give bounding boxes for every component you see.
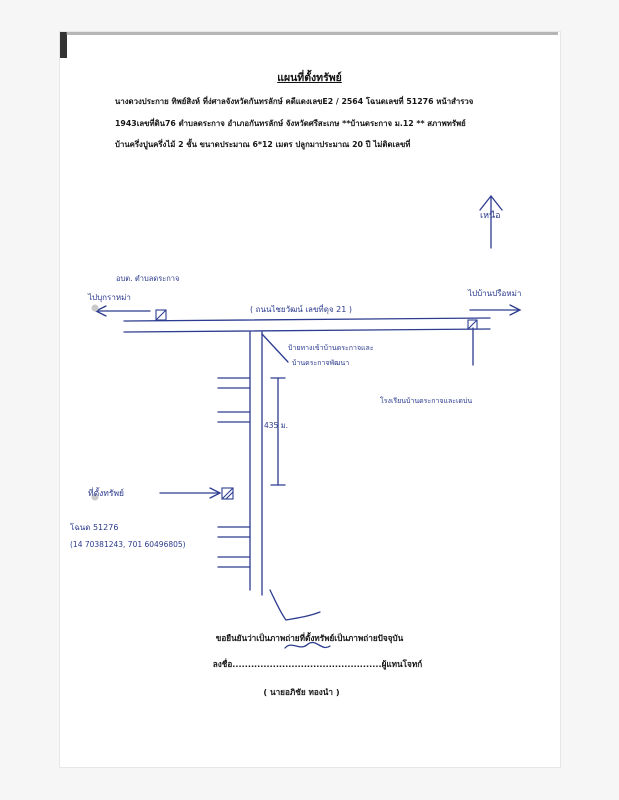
main-road-bottom-edge [123, 328, 491, 333]
school-marker-hatch [467, 319, 478, 330]
description-line-3: บ้านครึ่งปูนครึ่งไม้ 2 ชั้น ขนาดประมาณ 6… [115, 140, 411, 149]
village-note-line-1: ป้ายทางเข้าบ้านดระกาจและ [288, 344, 374, 352]
property-arrow-head [209, 487, 222, 499]
description-line-1: นางดวงประกาย ทิพย์สิงห์ ที่ง่ศาลจังหวัดก… [115, 97, 474, 106]
distance-label: 435 ม. [264, 421, 288, 430]
signature-dots: ........................................… [232, 659, 382, 669]
description-line-2: 1943เลขที่ดิน76 ตำบลดระกาจ อำเภอกันทรลัก… [115, 119, 466, 128]
signature-flourish [269, 589, 321, 621]
north-label: เหนือ [480, 210, 501, 221]
paper-sheet [60, 32, 560, 767]
scan-dark-edge [60, 32, 67, 58]
punch-hole-bottom [91, 493, 99, 501]
signature-role: ผู้แทนโจทก์ [381, 659, 423, 669]
map-markers [155, 309, 478, 500]
signer-name: ( นายอภิชัย ทองนำ ) [263, 687, 340, 697]
road-name-label: ( ถนนไชยวัฒน์ เลขที่ดุจ 21 ) [250, 303, 352, 314]
right-destination-label: ไปบ้านปรือหม่า [467, 289, 521, 298]
scan-top-edge [66, 32, 558, 35]
property-marker-hatch-2 [225, 491, 234, 500]
village-note-line-2: บ้านดระกาจพัฒนา [292, 359, 349, 367]
property-label: ที่ตั้งทรัพย์ [88, 487, 124, 499]
north-arrow-head [479, 194, 503, 211]
property-marker [221, 487, 234, 500]
phone-numbers: (14 70381243, 701 60496805) [70, 540, 186, 549]
certification-statement: ขอยืนยันว่าเป็นภาพถ่ายที่ตั้งทรัพย์เป็นภ… [215, 633, 404, 643]
school-note-label: โรงเรียนบ้านดระกาจและเดบ่น [380, 396, 472, 405]
left-destination-label: ไปบุกราหม่า [87, 293, 131, 302]
right-arrow-head [509, 304, 522, 316]
property-marker-hatch-1 [221, 487, 234, 500]
signature-label: ลงชื่อ [212, 659, 233, 669]
school-marker [467, 319, 478, 330]
subdistrict-office-marker-hatch [155, 309, 167, 321]
deed-reference: โฉนด 51276 [70, 522, 118, 532]
subdistrict-office-label: อบต. ตำบลดระกาจ [116, 274, 179, 283]
document-title: แผนที่ตั้งทรัพย์ [277, 72, 342, 84]
main-road-top-edge [123, 317, 491, 322]
signature-mark [284, 641, 331, 649]
map-roads [94, 194, 522, 649]
punch-hole-top [91, 304, 99, 312]
subdistrict-office-marker [155, 309, 167, 321]
side-road-entrance-line [261, 333, 289, 363]
signature-line: ลงชื่อ..................................… [8, 658, 619, 671]
